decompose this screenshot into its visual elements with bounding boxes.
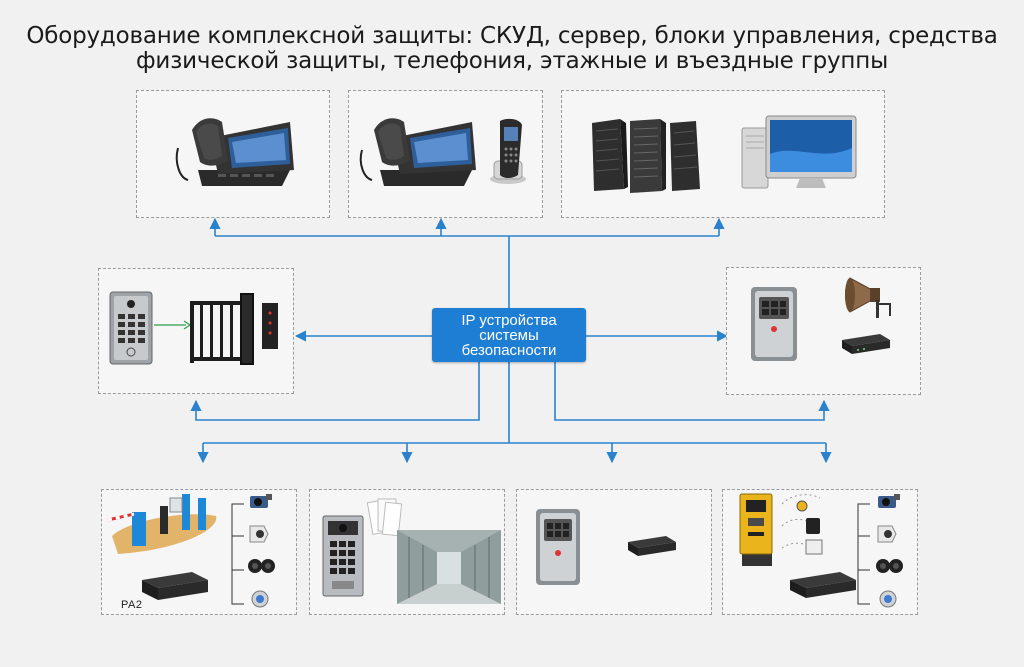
security-devices-hub: IP устройства системы безопасности	[432, 308, 586, 362]
video-phone-icon	[175, 118, 294, 186]
bullet-camera-icon	[877, 525, 897, 543]
hub-line-3: безопасности	[461, 341, 557, 359]
workstation-icon	[741, 115, 857, 189]
arrow-return-left	[190, 362, 480, 421]
control-box-icon	[628, 536, 676, 556]
glass-door-corridor-icon	[397, 530, 501, 604]
ticket-terminal-icon	[739, 493, 773, 566]
speaker-pair-icon	[248, 559, 275, 573]
bullet-camera-icon	[249, 525, 269, 543]
pa2-label: PA2	[121, 599, 143, 611]
horn-speaker-icon	[845, 277, 891, 318]
keypad-panel-icon	[322, 515, 364, 597]
video-phone-icon	[359, 118, 476, 186]
rfid-cards-icon	[366, 498, 403, 537]
title-line-2: физической защиты, телефония, этажные и …	[135, 48, 889, 74]
keypad-intercom-icon	[109, 291, 153, 365]
bracket-lines	[857, 503, 870, 605]
exit-button-icon	[879, 590, 897, 608]
hub-line-2: системы	[479, 326, 539, 344]
arrow-return-right	[554, 362, 830, 421]
hub-line-1: IP устройства	[461, 311, 557, 329]
camera-icon	[250, 494, 272, 508]
dect-handset-icon	[490, 118, 526, 184]
title-line-1: Оборудование комплексной защиты: СКУД, с…	[26, 23, 998, 49]
card-reader-chain-icon	[781, 494, 823, 555]
camera-icon	[878, 494, 900, 508]
door-intercom-icon	[751, 287, 797, 361]
swing-gate-icon	[190, 293, 278, 365]
exit-button-icon	[251, 590, 269, 608]
controller-box-icon	[142, 572, 208, 600]
green-arrow-icon	[154, 320, 192, 330]
bracket-lines	[231, 503, 244, 605]
parking-barrier-icon	[107, 494, 217, 554]
speaker-pair-icon	[876, 559, 903, 573]
door-intercom-icon	[536, 509, 580, 585]
controller-box-icon	[790, 572, 856, 598]
server-rack-icon	[592, 119, 700, 193]
diagram-title: Оборудование комплексной защиты: СКУД, с…	[0, 24, 1024, 74]
control-box-icon	[842, 334, 890, 354]
